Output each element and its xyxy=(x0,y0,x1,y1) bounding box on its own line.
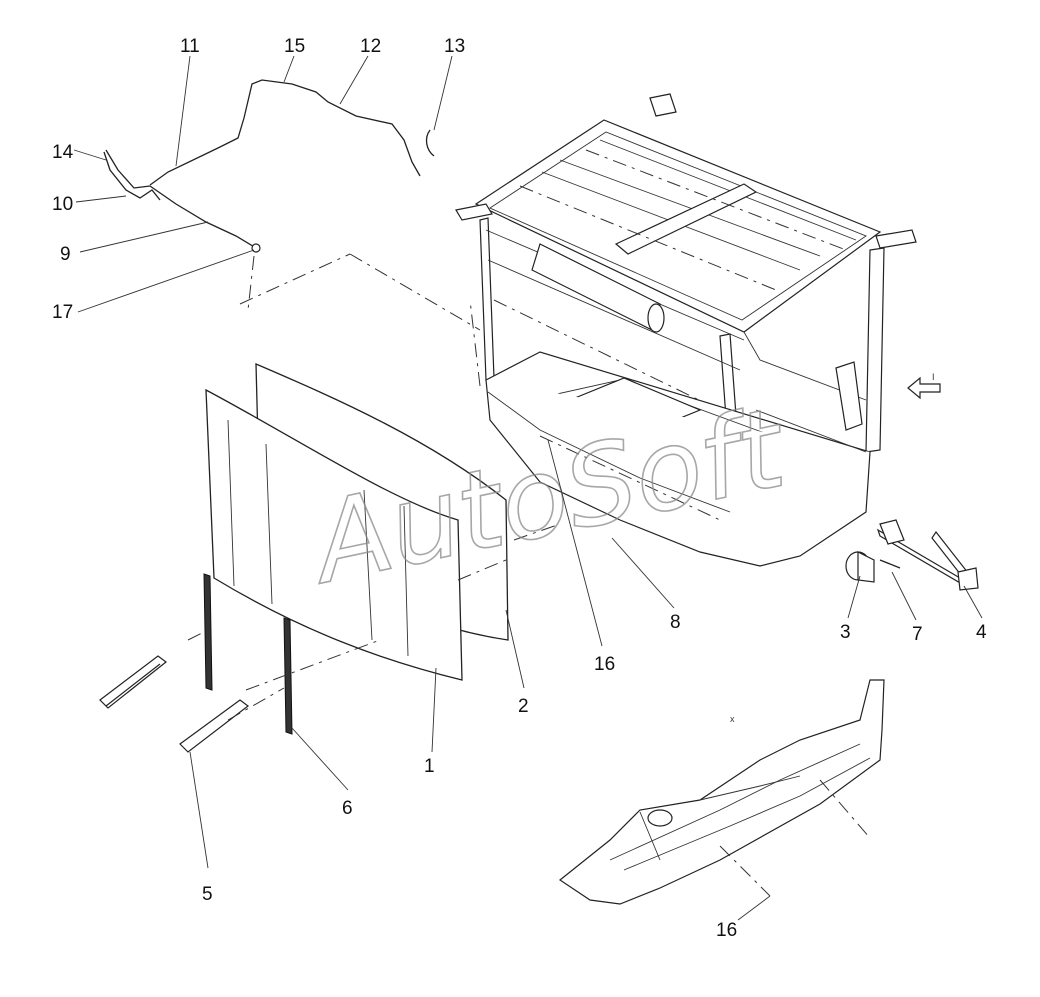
callout-2: 2 xyxy=(518,696,529,717)
view-arrow-label: I xyxy=(932,372,935,382)
leader-lines xyxy=(73,55,983,921)
washer-hose-assembly xyxy=(103,79,435,311)
callout-5: 5 xyxy=(202,884,213,905)
callout-13: 13 xyxy=(444,36,465,57)
windshield-glass xyxy=(205,253,561,681)
wiper-motor-assembly xyxy=(845,519,979,591)
callout-7: 7 xyxy=(912,624,923,645)
callout-16-upper: 16 xyxy=(594,654,615,675)
callout-16-lower: 16 xyxy=(716,920,737,941)
callout-1: 1 xyxy=(424,756,435,777)
callout-6: 6 xyxy=(342,798,353,819)
callout-11: 11 xyxy=(180,36,200,57)
callout-15: 15 xyxy=(284,36,305,57)
view-x-marker: x xyxy=(730,714,735,724)
view-arrow: I xyxy=(907,372,941,400)
callouts: 11 15 12 13 14 10 9 17 3 7 4 8 16 2 1 6 … xyxy=(52,36,987,941)
callout-8: 8 xyxy=(670,612,681,633)
callout-10: 10 xyxy=(52,194,73,215)
callout-14: 14 xyxy=(52,142,74,163)
cab-frame xyxy=(455,93,917,567)
callout-17: 17 xyxy=(52,302,73,323)
callout-9: 9 xyxy=(60,244,71,265)
callout-12: 12 xyxy=(360,36,381,57)
lower-cab-section: x xyxy=(558,679,885,905)
wiper-assembly xyxy=(99,573,381,753)
callout-4: 4 xyxy=(976,622,987,643)
callout-3: 3 xyxy=(840,622,851,643)
